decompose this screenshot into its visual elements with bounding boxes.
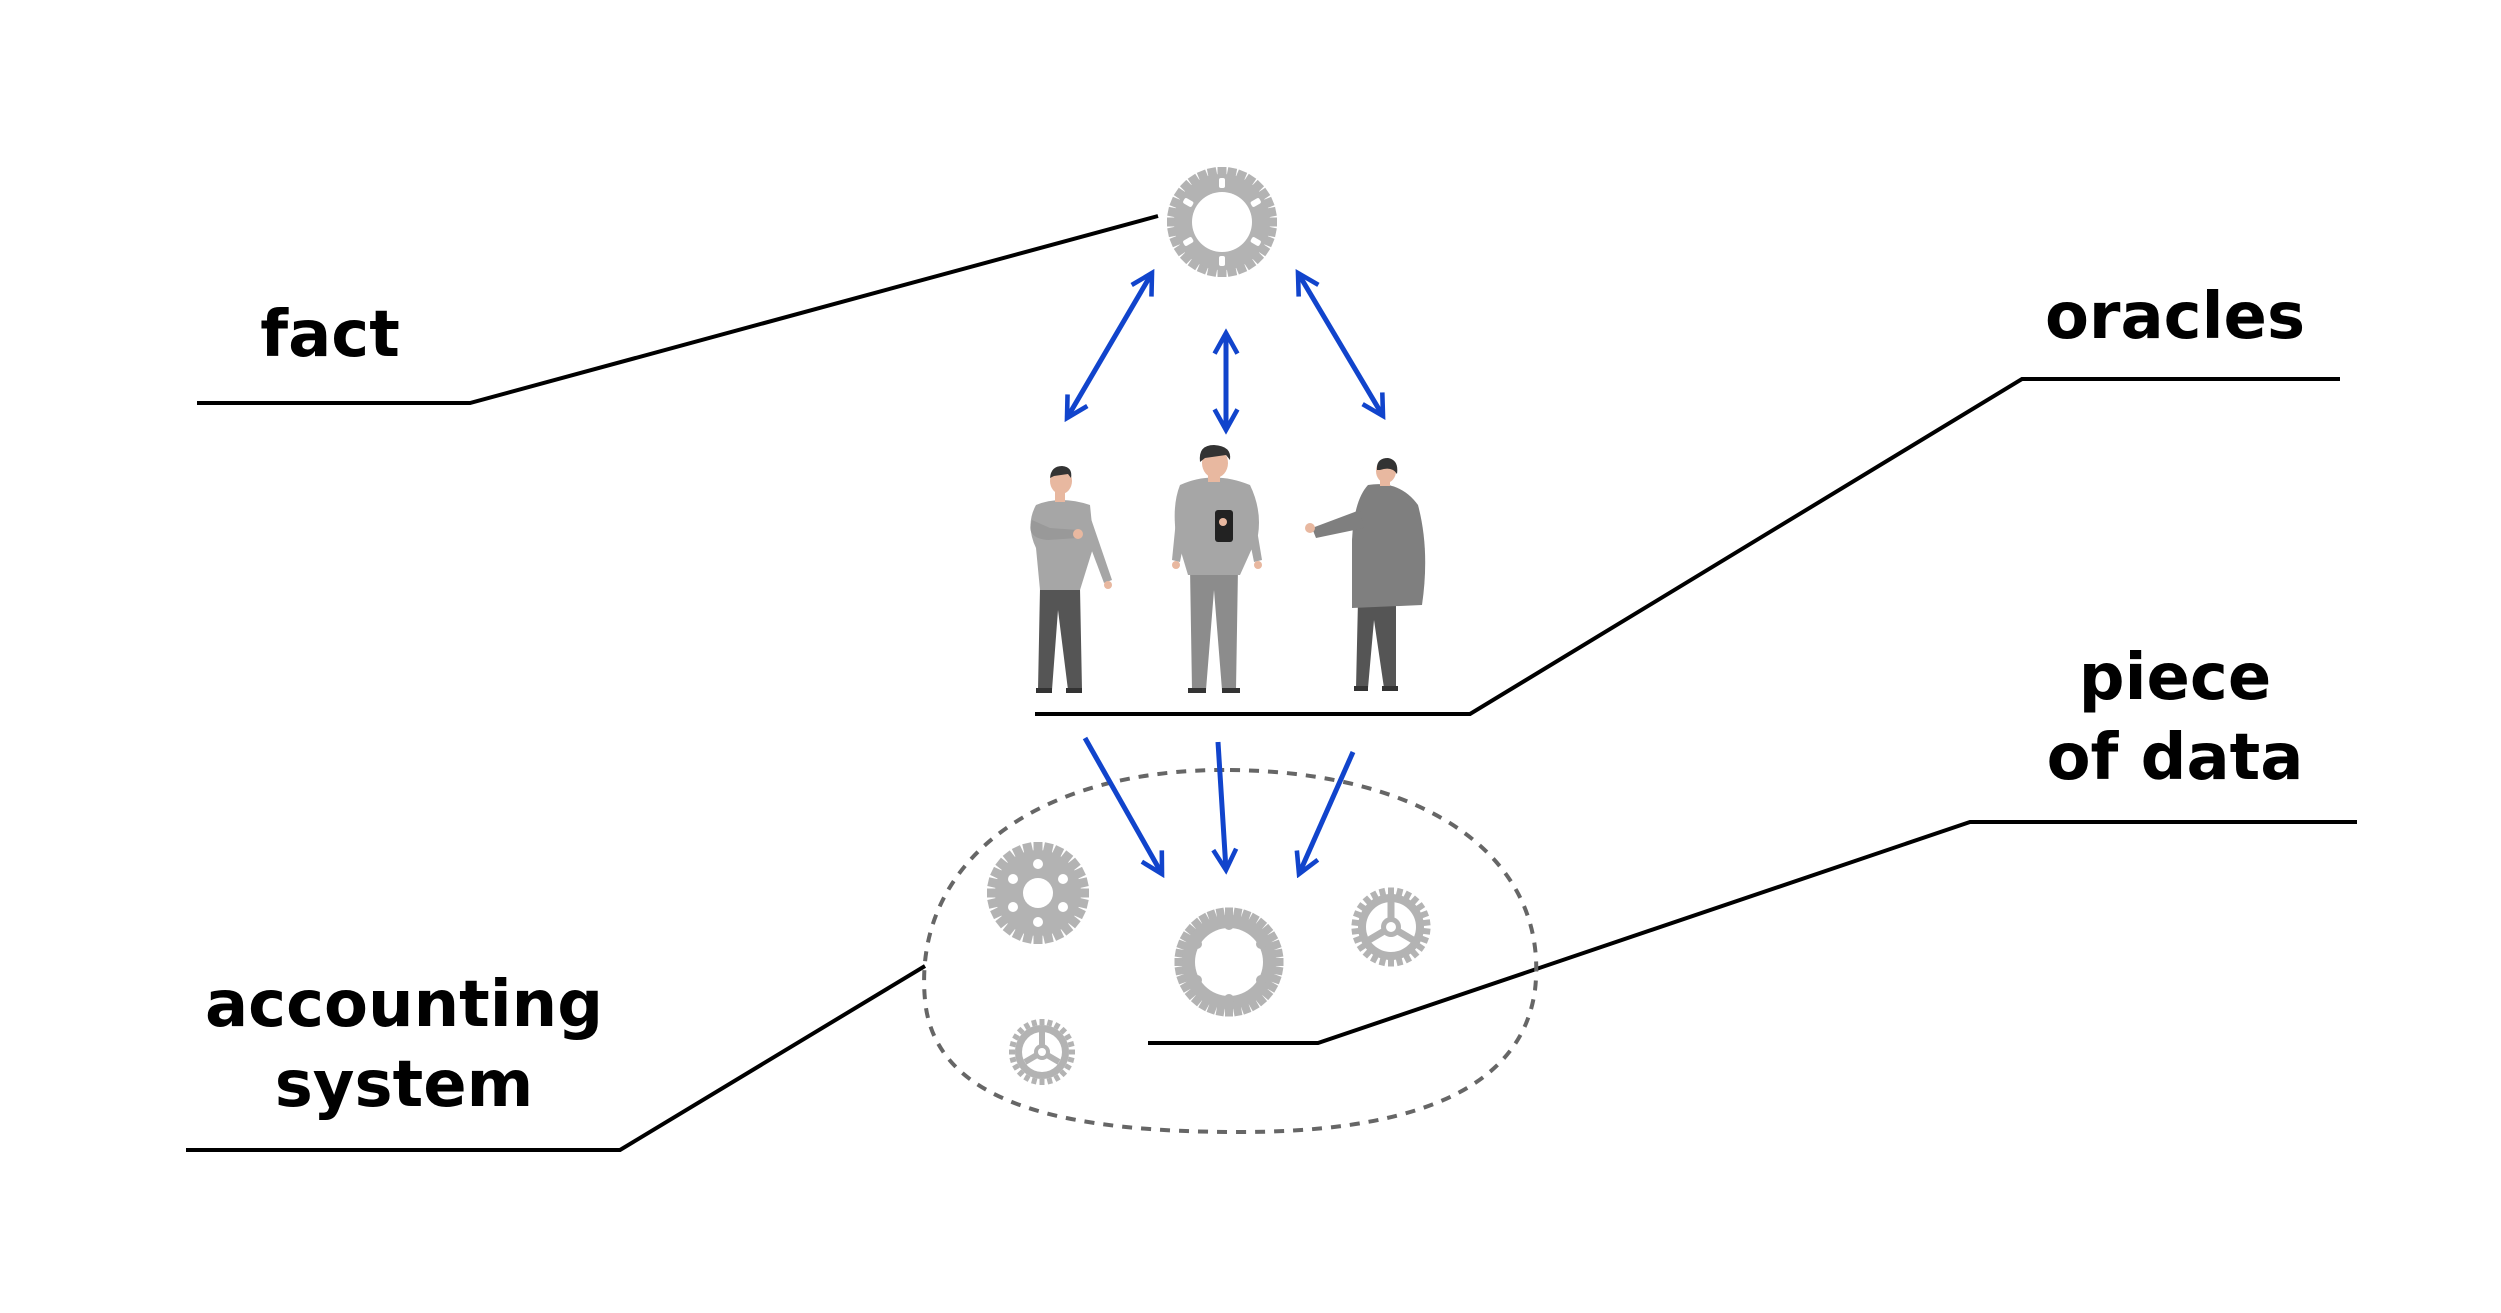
piece-of-data-label-line2: of data (2047, 721, 2304, 795)
leader-lines (186, 214, 2357, 1152)
person-left-icon (1030, 466, 1112, 693)
oracles-leader-line (1035, 377, 2340, 716)
accounting-system-label-line1: accounting (205, 968, 603, 1042)
oracles-people-icon (1030, 445, 1426, 693)
arrow-data-left (1082, 736, 1162, 874)
fact-label: fact (260, 298, 400, 372)
piece-of-data-label-line1: piece (2079, 641, 2272, 715)
accounting-system-leader-line (186, 964, 927, 1152)
gear-large-left-icon (987, 842, 1089, 944)
oracles-label: oracles (2045, 280, 2305, 354)
person-center-icon (1172, 445, 1262, 693)
arrows (1067, 273, 1383, 874)
gear-small-left-icon (1009, 1019, 1075, 1085)
arrow-data-right (1299, 750, 1356, 874)
person-right-icon (1305, 458, 1426, 691)
arrow-fact-right (1298, 273, 1383, 416)
piece-of-data-leader-line (1148, 820, 2357, 1045)
arrow-fact-left (1067, 273, 1152, 418)
arrow-data-center (1218, 741, 1226, 870)
accounting-system-boundary (922, 767, 1539, 1135)
fact-leader-line (197, 214, 1159, 405)
accounting-system-label-line2: system (275, 1048, 534, 1122)
gear-center-icon (1174, 907, 1284, 1017)
fact-gear-icon (1167, 167, 1277, 277)
gear-small-right-icon (1351, 887, 1431, 967)
